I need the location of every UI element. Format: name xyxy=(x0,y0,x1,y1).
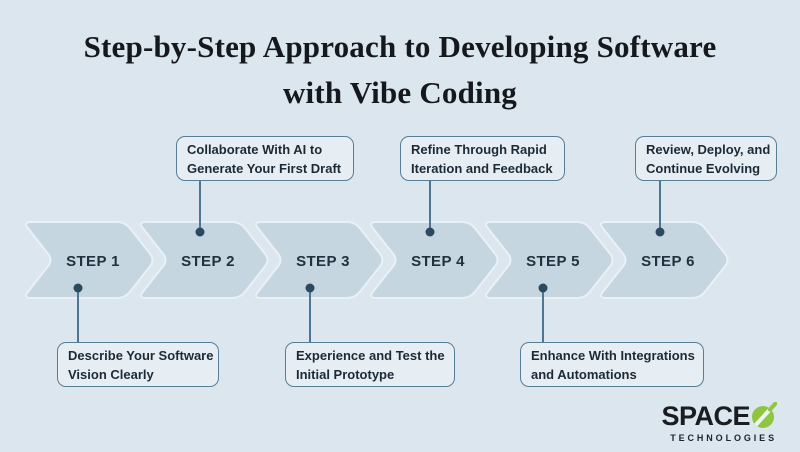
page-title-line2: with Vibe Coding xyxy=(282,75,518,110)
connector-dot-step3 xyxy=(305,283,315,293)
brand-name: SPACE xyxy=(661,400,750,431)
callout-step6: Review, Deploy, and Continue Evolving xyxy=(635,136,777,181)
step-chevron-3 xyxy=(255,221,384,299)
callout-step5-line2: and Automations xyxy=(531,366,637,382)
brand-wordmark: SPACE xyxy=(661,402,777,430)
step-chevron-4 xyxy=(370,221,499,299)
callout-step1: Describe Your Software Vision Clearly xyxy=(57,342,219,387)
callout-step3-line2: Initial Prototype xyxy=(296,366,395,382)
step-label-1: STEP 1 xyxy=(66,253,120,270)
callout-step1-line2: Vision Clearly xyxy=(68,366,154,382)
callout-step6-line2: Continue Evolving xyxy=(646,160,761,176)
callout-step2: Collaborate With AI to Generate Your Fir… xyxy=(176,136,354,181)
step-chevron-6 xyxy=(600,221,729,299)
callout-step4: Refine Through Rapid Iteration and Feedb… xyxy=(400,136,565,181)
connector-dot-step2 xyxy=(195,227,205,237)
callout-step5: Enhance With Integrations and Automation… xyxy=(520,342,704,387)
callout-step5-line1: Enhance With Integrations xyxy=(531,347,695,363)
callout-step1-line1: Describe Your Software xyxy=(68,347,214,363)
step-label-6: STEP 6 xyxy=(641,253,695,270)
slashed-o-leaf-icon xyxy=(752,402,777,428)
step-labels: STEP 1 STEP 2 STEP 3 STEP 4 STEP 5 STEP … xyxy=(66,253,695,270)
page-title: Step-by-Step Approach to Developing Soft… xyxy=(0,24,800,116)
step-label-3: STEP 3 xyxy=(296,253,350,270)
callout-step2-line2: Generate Your First Draft xyxy=(187,160,342,176)
step-label-4: STEP 4 xyxy=(411,253,465,270)
step-label-2: STEP 2 xyxy=(181,253,235,270)
brand-subtitle: TECHNOLOGIES xyxy=(670,433,777,443)
step-chevron-2 xyxy=(140,221,269,299)
connector-dot-step4 xyxy=(425,227,435,237)
connector-dot-step5 xyxy=(538,283,548,293)
page-title-line1: Step-by-Step Approach to Developing Soft… xyxy=(83,29,717,64)
step-chevron-5 xyxy=(485,221,614,299)
callout-step3-line1: Experience and Test the xyxy=(296,347,445,363)
callout-step4-line1: Refine Through Rapid xyxy=(411,141,547,157)
brand-logo: SPACE TECHNOLOGIES xyxy=(661,402,777,443)
callout-step6-line1: Review, Deploy, and xyxy=(646,141,771,157)
chevron-arrows xyxy=(25,221,729,299)
callout-step3: Experience and Test the Initial Prototyp… xyxy=(285,342,455,387)
connector-dot-step6 xyxy=(655,227,665,237)
step-chevron-1 xyxy=(25,221,154,299)
step-label-5: STEP 5 xyxy=(526,253,580,270)
callout-step2-line1: Collaborate With AI to xyxy=(187,141,323,157)
callout-step4-line2: Iteration and Feedback xyxy=(411,160,553,176)
connector-dot-step1 xyxy=(73,283,83,293)
